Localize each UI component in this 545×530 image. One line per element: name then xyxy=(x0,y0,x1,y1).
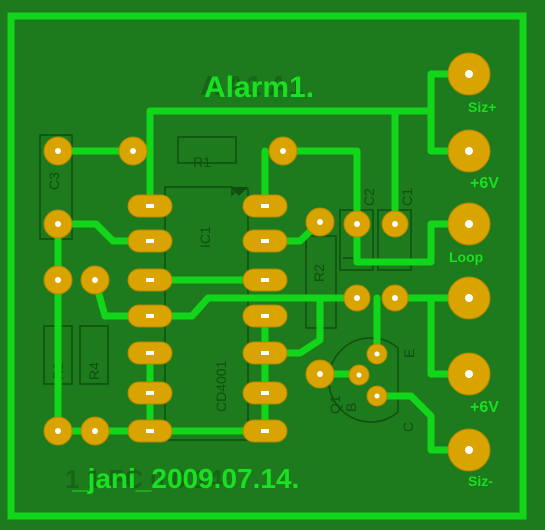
ic1-pads xyxy=(127,194,288,443)
hole-r3-2 xyxy=(55,428,61,434)
r4-outline xyxy=(79,325,109,385)
hole-conn-loop-2 xyxy=(465,294,473,302)
silkscreen-labels: C3 R1 IC1 C2 C1 R2 R3 R4 CD4001 Q1 E B C xyxy=(46,154,417,432)
trace-q1-c-sizminus xyxy=(373,392,473,454)
connector-label-6v-bottom: +6V xyxy=(470,399,499,416)
c3-label: C3 xyxy=(46,172,62,190)
hole-conn-loop-1 xyxy=(465,220,473,228)
hole-conn-6v-top xyxy=(465,147,473,155)
hole-c1-2 xyxy=(392,295,398,301)
connector-label-loop: Loop xyxy=(449,249,483,265)
board-outline xyxy=(7,12,527,520)
ic1-pin1-marker xyxy=(230,187,248,196)
r1-outline xyxy=(177,136,237,164)
copper-traces xyxy=(54,70,473,454)
r2-label: R2 xyxy=(311,264,327,282)
copper-labels: Alarm1. _jani_2009.07.14. Siz+ +6V Loop … xyxy=(71,71,499,494)
c2-label: C2 xyxy=(361,188,377,206)
c1-label: C1 xyxy=(399,188,415,206)
q1-c-label: C xyxy=(400,422,416,432)
hole-r4-1 xyxy=(92,277,98,283)
silkscreen: A A1 A1 1 1 FC 0 0 14 xyxy=(39,70,412,494)
ic-part-label: CD4001 xyxy=(213,360,229,412)
hole-ic-13 xyxy=(261,239,269,243)
hole-ic-2 xyxy=(146,239,154,243)
connector-label-siz-minus: Siz- xyxy=(468,473,493,489)
hole-conn-siz-minus xyxy=(465,446,473,454)
r4-label: R4 xyxy=(86,362,102,380)
hole-c3-1 xyxy=(55,148,61,154)
hole-ic-10 xyxy=(261,351,269,355)
hole-ic-3 xyxy=(146,278,154,282)
hole-r4-2 xyxy=(92,428,98,434)
hole-c3-2 xyxy=(55,221,61,227)
hole-r3-1 xyxy=(55,277,61,283)
hole-ic-6 xyxy=(146,391,154,395)
hole-ic-8 xyxy=(261,429,269,433)
hole-q1-c xyxy=(374,393,380,399)
hole-conn-siz-plus xyxy=(465,70,473,78)
hole-ic-5 xyxy=(146,351,154,355)
board-footer: _jani_2009.07.14. xyxy=(71,463,299,494)
hole-c2-1 xyxy=(354,221,360,227)
q1-label: Q1 xyxy=(327,395,343,414)
hole-ic-12 xyxy=(261,278,269,282)
hole-r2-1 xyxy=(317,219,323,225)
hole-r2-2 xyxy=(317,371,323,377)
hole-r1-1 xyxy=(130,148,136,154)
ic1-label: IC1 xyxy=(197,226,213,248)
hole-q1-b xyxy=(356,372,362,378)
hole-q1-e xyxy=(374,351,380,357)
connector-label-6v-top: +6V xyxy=(470,175,499,192)
hole-ic-9 xyxy=(261,391,269,395)
q1-e-label: E xyxy=(401,349,417,358)
hole-c2-2 xyxy=(354,295,360,301)
hole-c1-1 xyxy=(392,221,398,227)
board-title: Alarm1. xyxy=(204,71,314,104)
ghost-title: A A1 A1 xyxy=(200,70,304,101)
ghost-footer: 1 1 FC 0 0 14 xyxy=(65,464,223,494)
pads xyxy=(43,52,491,472)
hole-ic-14 xyxy=(261,204,269,208)
q1-b-label: B xyxy=(343,403,359,412)
hole-ic-1 xyxy=(146,204,154,208)
hole-ic-4 xyxy=(146,314,154,318)
hole-ic-7 xyxy=(146,429,154,433)
connector-label-siz-plus: Siz+ xyxy=(468,99,496,115)
hole-r1-2 xyxy=(280,148,286,154)
trace-ic4-c2 xyxy=(146,294,361,320)
trace-r1-c2-loop xyxy=(279,147,473,266)
hole-conn-6v-bottom xyxy=(465,370,473,378)
hole-ic-11 xyxy=(261,314,269,318)
r1-label: R1 xyxy=(193,154,211,170)
